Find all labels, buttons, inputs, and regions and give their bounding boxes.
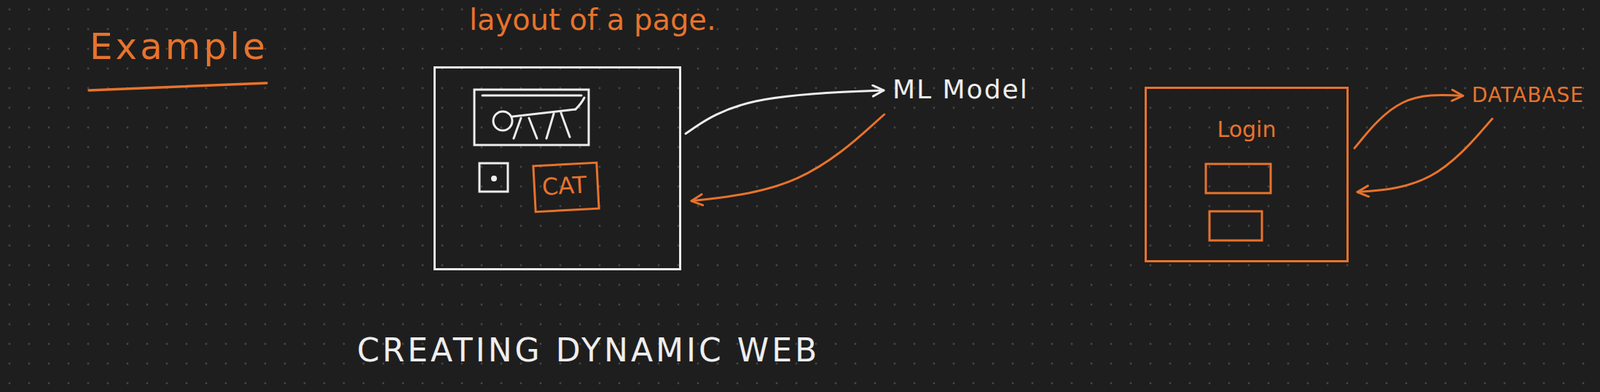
- box-heading: layout of a page.: [469, 2, 717, 37]
- cat-legs: [513, 112, 570, 139]
- image-frame-line: [482, 94, 582, 97]
- checkbox: [479, 163, 508, 192]
- checkbox-dot: [492, 177, 497, 181]
- input-field: [1205, 163, 1271, 194]
- connector-arrow: [1357, 118, 1493, 193]
- cat-tail: [575, 97, 585, 110]
- image-frame: [474, 89, 589, 145]
- box-text: DATABASE: [1471, 83, 1584, 108]
- topic-heading: CREATING DYNAMIC WEB: [357, 332, 820, 370]
- section-heading: Example: [89, 26, 269, 69]
- model-text: ML Model: [892, 74, 1031, 107]
- label-box: CAT: [531, 161, 600, 214]
- cat-body: [512, 109, 576, 117]
- checkbox-sketch: [479, 163, 508, 192]
- database-text: DATABASE: [1471, 83, 1586, 109]
- title-underline: [88, 83, 267, 91]
- input-field: [1209, 211, 1262, 241]
- cat-head: [493, 111, 513, 131]
- connector-arrow: [691, 114, 885, 202]
- connector-arrow: [685, 90, 884, 134]
- box-text: CAT: [541, 171, 588, 202]
- cat-image-sketch: [474, 89, 589, 145]
- page-layout-box: layout of a page.CAT: [433, 66, 682, 271]
- login-box: Login: [1144, 86, 1349, 263]
- box-text: ML Model: [892, 74, 1029, 105]
- login-fields: [1205, 163, 1271, 241]
- box-text: Login: [1217, 117, 1277, 143]
- connector-arrow: [1354, 94, 1464, 148]
